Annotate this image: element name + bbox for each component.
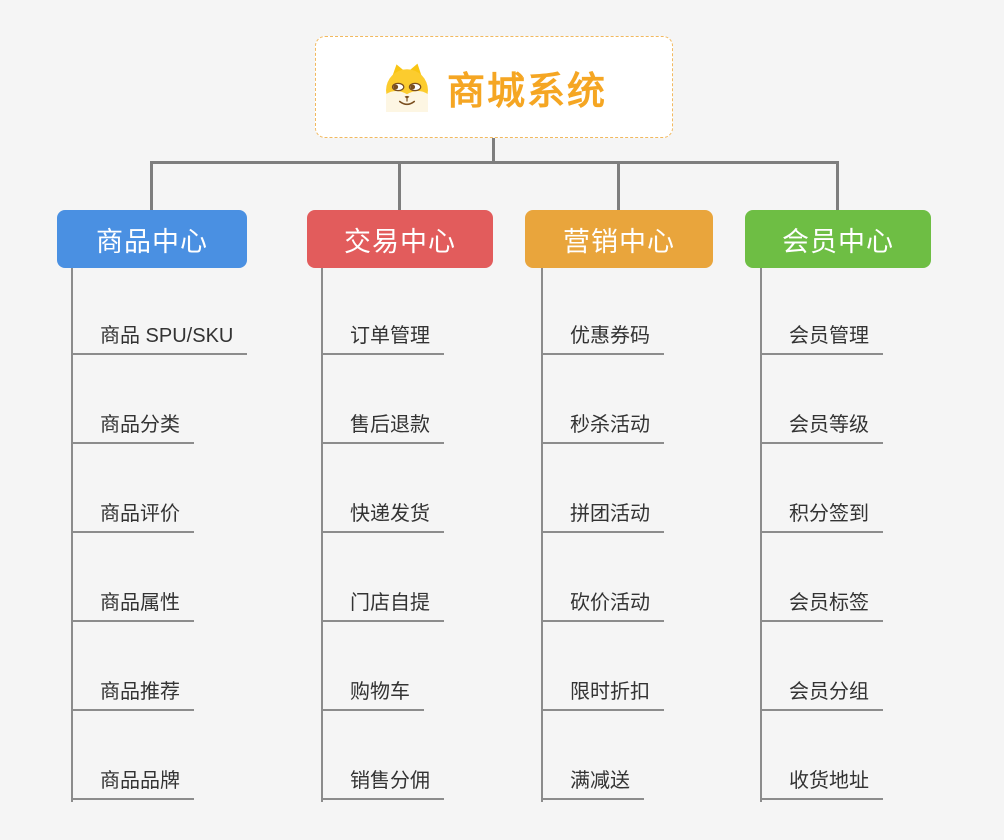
leaf-node[interactable]: 商品 SPU/SKU bbox=[72, 315, 248, 355]
trunk-line-member bbox=[760, 268, 762, 802]
leaf-node[interactable]: 会员管理 bbox=[761, 315, 883, 355]
root-title: 商城系统 bbox=[446, 70, 607, 113]
trunk-line-trade bbox=[321, 268, 323, 802]
leaf-node[interactable]: 会员分组 bbox=[761, 671, 883, 711]
branch-node-product-center[interactable]: 商品中心 bbox=[57, 210, 247, 268]
leaf-node[interactable]: 商品推荐 bbox=[72, 671, 194, 711]
leaf-node[interactable]: 售后退款 bbox=[322, 404, 444, 444]
leaf-node[interactable]: 拼团活动 bbox=[542, 493, 664, 533]
leaf-node[interactable]: 优惠券码 bbox=[542, 315, 664, 355]
leaf-node[interactable]: 收货地址 bbox=[761, 760, 883, 800]
connector-drop-3 bbox=[617, 161, 620, 210]
leaf-node[interactable]: 限时折扣 bbox=[542, 671, 664, 711]
leaf-node[interactable]: 购物车 bbox=[322, 671, 424, 711]
leaf-node[interactable]: 积分签到 bbox=[761, 493, 883, 533]
leaf-node[interactable]: 快递发货 bbox=[322, 493, 444, 533]
leaf-node[interactable]: 订单管理 bbox=[322, 315, 444, 355]
leaf-node[interactable]: 销售分佣 bbox=[322, 760, 444, 800]
leaf-node[interactable]: 商品分类 bbox=[72, 404, 194, 444]
doge-icon bbox=[381, 62, 433, 112]
leaf-node[interactable]: 门店自提 bbox=[322, 582, 444, 622]
leaf-node[interactable]: 商品评价 bbox=[72, 493, 194, 533]
root-node[interactable]: 商城系统 bbox=[315, 36, 673, 138]
leaf-node[interactable]: 会员标签 bbox=[761, 582, 883, 622]
connector-drop-1 bbox=[150, 161, 153, 210]
leaf-node[interactable]: 砍价活动 bbox=[542, 582, 664, 622]
leaf-node[interactable]: 商品属性 bbox=[72, 582, 194, 622]
branch-node-marketing-center[interactable]: 营销中心 bbox=[525, 210, 713, 268]
connector-horizontal bbox=[150, 161, 839, 164]
branch-node-member-center[interactable]: 会员中心 bbox=[745, 210, 931, 268]
trunk-line-marketing bbox=[541, 268, 543, 802]
connector-drop-2 bbox=[398, 161, 401, 210]
leaf-node[interactable]: 满减送 bbox=[542, 760, 644, 800]
trunk-line-product bbox=[71, 268, 73, 802]
leaf-node[interactable]: 秒杀活动 bbox=[542, 404, 664, 444]
leaf-node[interactable]: 会员等级 bbox=[761, 404, 883, 444]
connector-drop-4 bbox=[836, 161, 839, 210]
leaf-node[interactable]: 商品品牌 bbox=[72, 760, 194, 800]
connector-root-stem bbox=[492, 138, 495, 164]
branch-node-trade-center[interactable]: 交易中心 bbox=[307, 210, 493, 268]
